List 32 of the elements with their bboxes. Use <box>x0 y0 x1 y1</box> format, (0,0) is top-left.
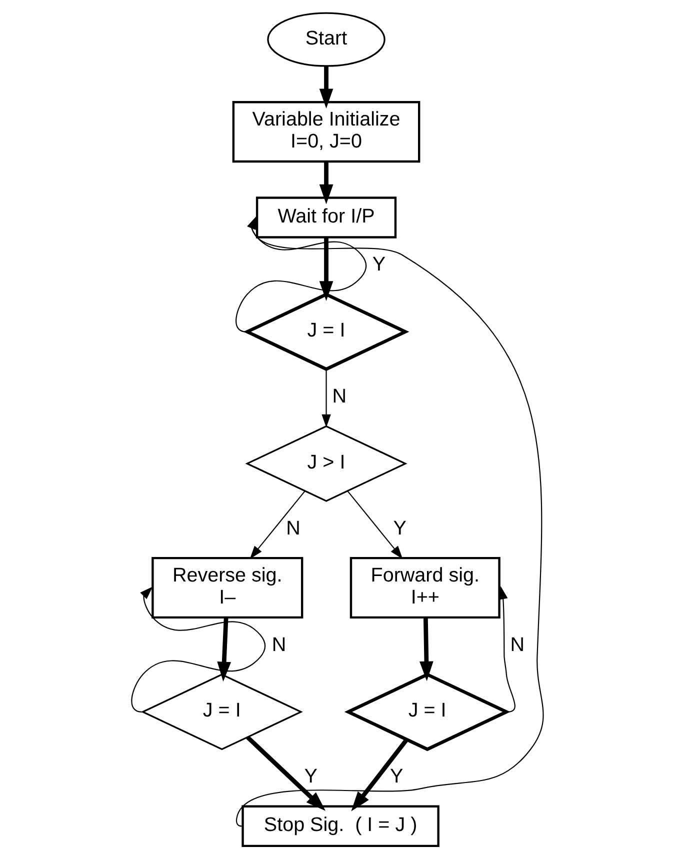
arrow <box>318 66 333 109</box>
arrow <box>318 238 333 301</box>
node-ellipse: Start <box>266 12 385 67</box>
node-box: Stop Sig. ( I = J ) <box>241 805 439 848</box>
arrow <box>498 586 515 712</box>
node-box: Reverse sig. I– <box>151 556 303 618</box>
edge-label: N <box>271 634 286 656</box>
node-diamond: J > I <box>244 425 407 502</box>
edge-label: Y <box>392 517 406 540</box>
arrow <box>246 736 326 811</box>
node-box: Wait for I/P <box>255 196 396 238</box>
arrow <box>235 216 366 332</box>
arrow <box>321 369 330 428</box>
arrow <box>346 490 402 559</box>
arrow <box>130 586 266 712</box>
arrow <box>318 162 333 204</box>
edge-label: N <box>510 634 524 656</box>
edge-label: N <box>286 517 300 540</box>
node-diamond: J = I <box>344 672 510 752</box>
arrow <box>419 617 433 682</box>
arrow <box>249 490 305 559</box>
edge-label: N <box>332 386 346 408</box>
node-box: Variable Initialize I=0, J=0 <box>232 101 420 163</box>
edge-label: Y <box>304 766 317 788</box>
arrow <box>236 216 544 826</box>
node-box: Forward sig. I++ <box>349 556 500 618</box>
edge-label: Y <box>372 254 386 276</box>
arrow <box>350 738 408 812</box>
node-diamond: J = I <box>140 674 302 750</box>
node-diamond: J = I <box>242 292 409 371</box>
edge-label: Y <box>389 766 403 788</box>
arrow <box>216 617 231 682</box>
